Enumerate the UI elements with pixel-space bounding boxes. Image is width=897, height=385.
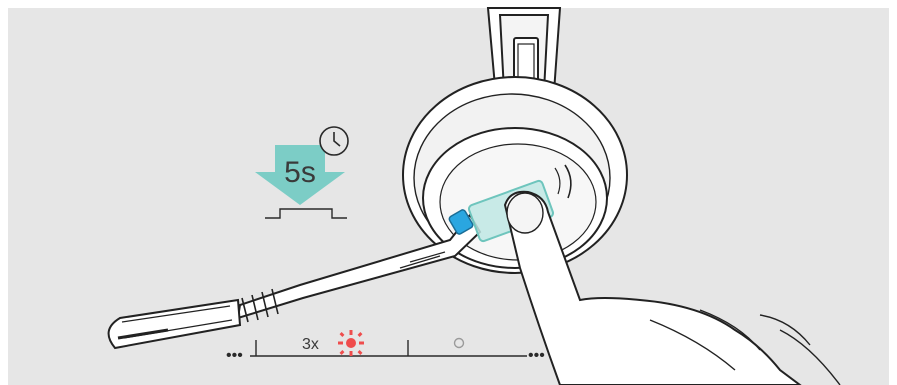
timeline-start-dots: ••• <box>226 347 243 364</box>
timeline-end-dots: ••• <box>528 347 545 364</box>
press-duration-label: 5s <box>284 156 316 189</box>
blink-count-label: 3x <box>302 336 319 353</box>
led-flash-red-icon <box>338 330 364 356</box>
clock-icon <box>320 127 348 155</box>
